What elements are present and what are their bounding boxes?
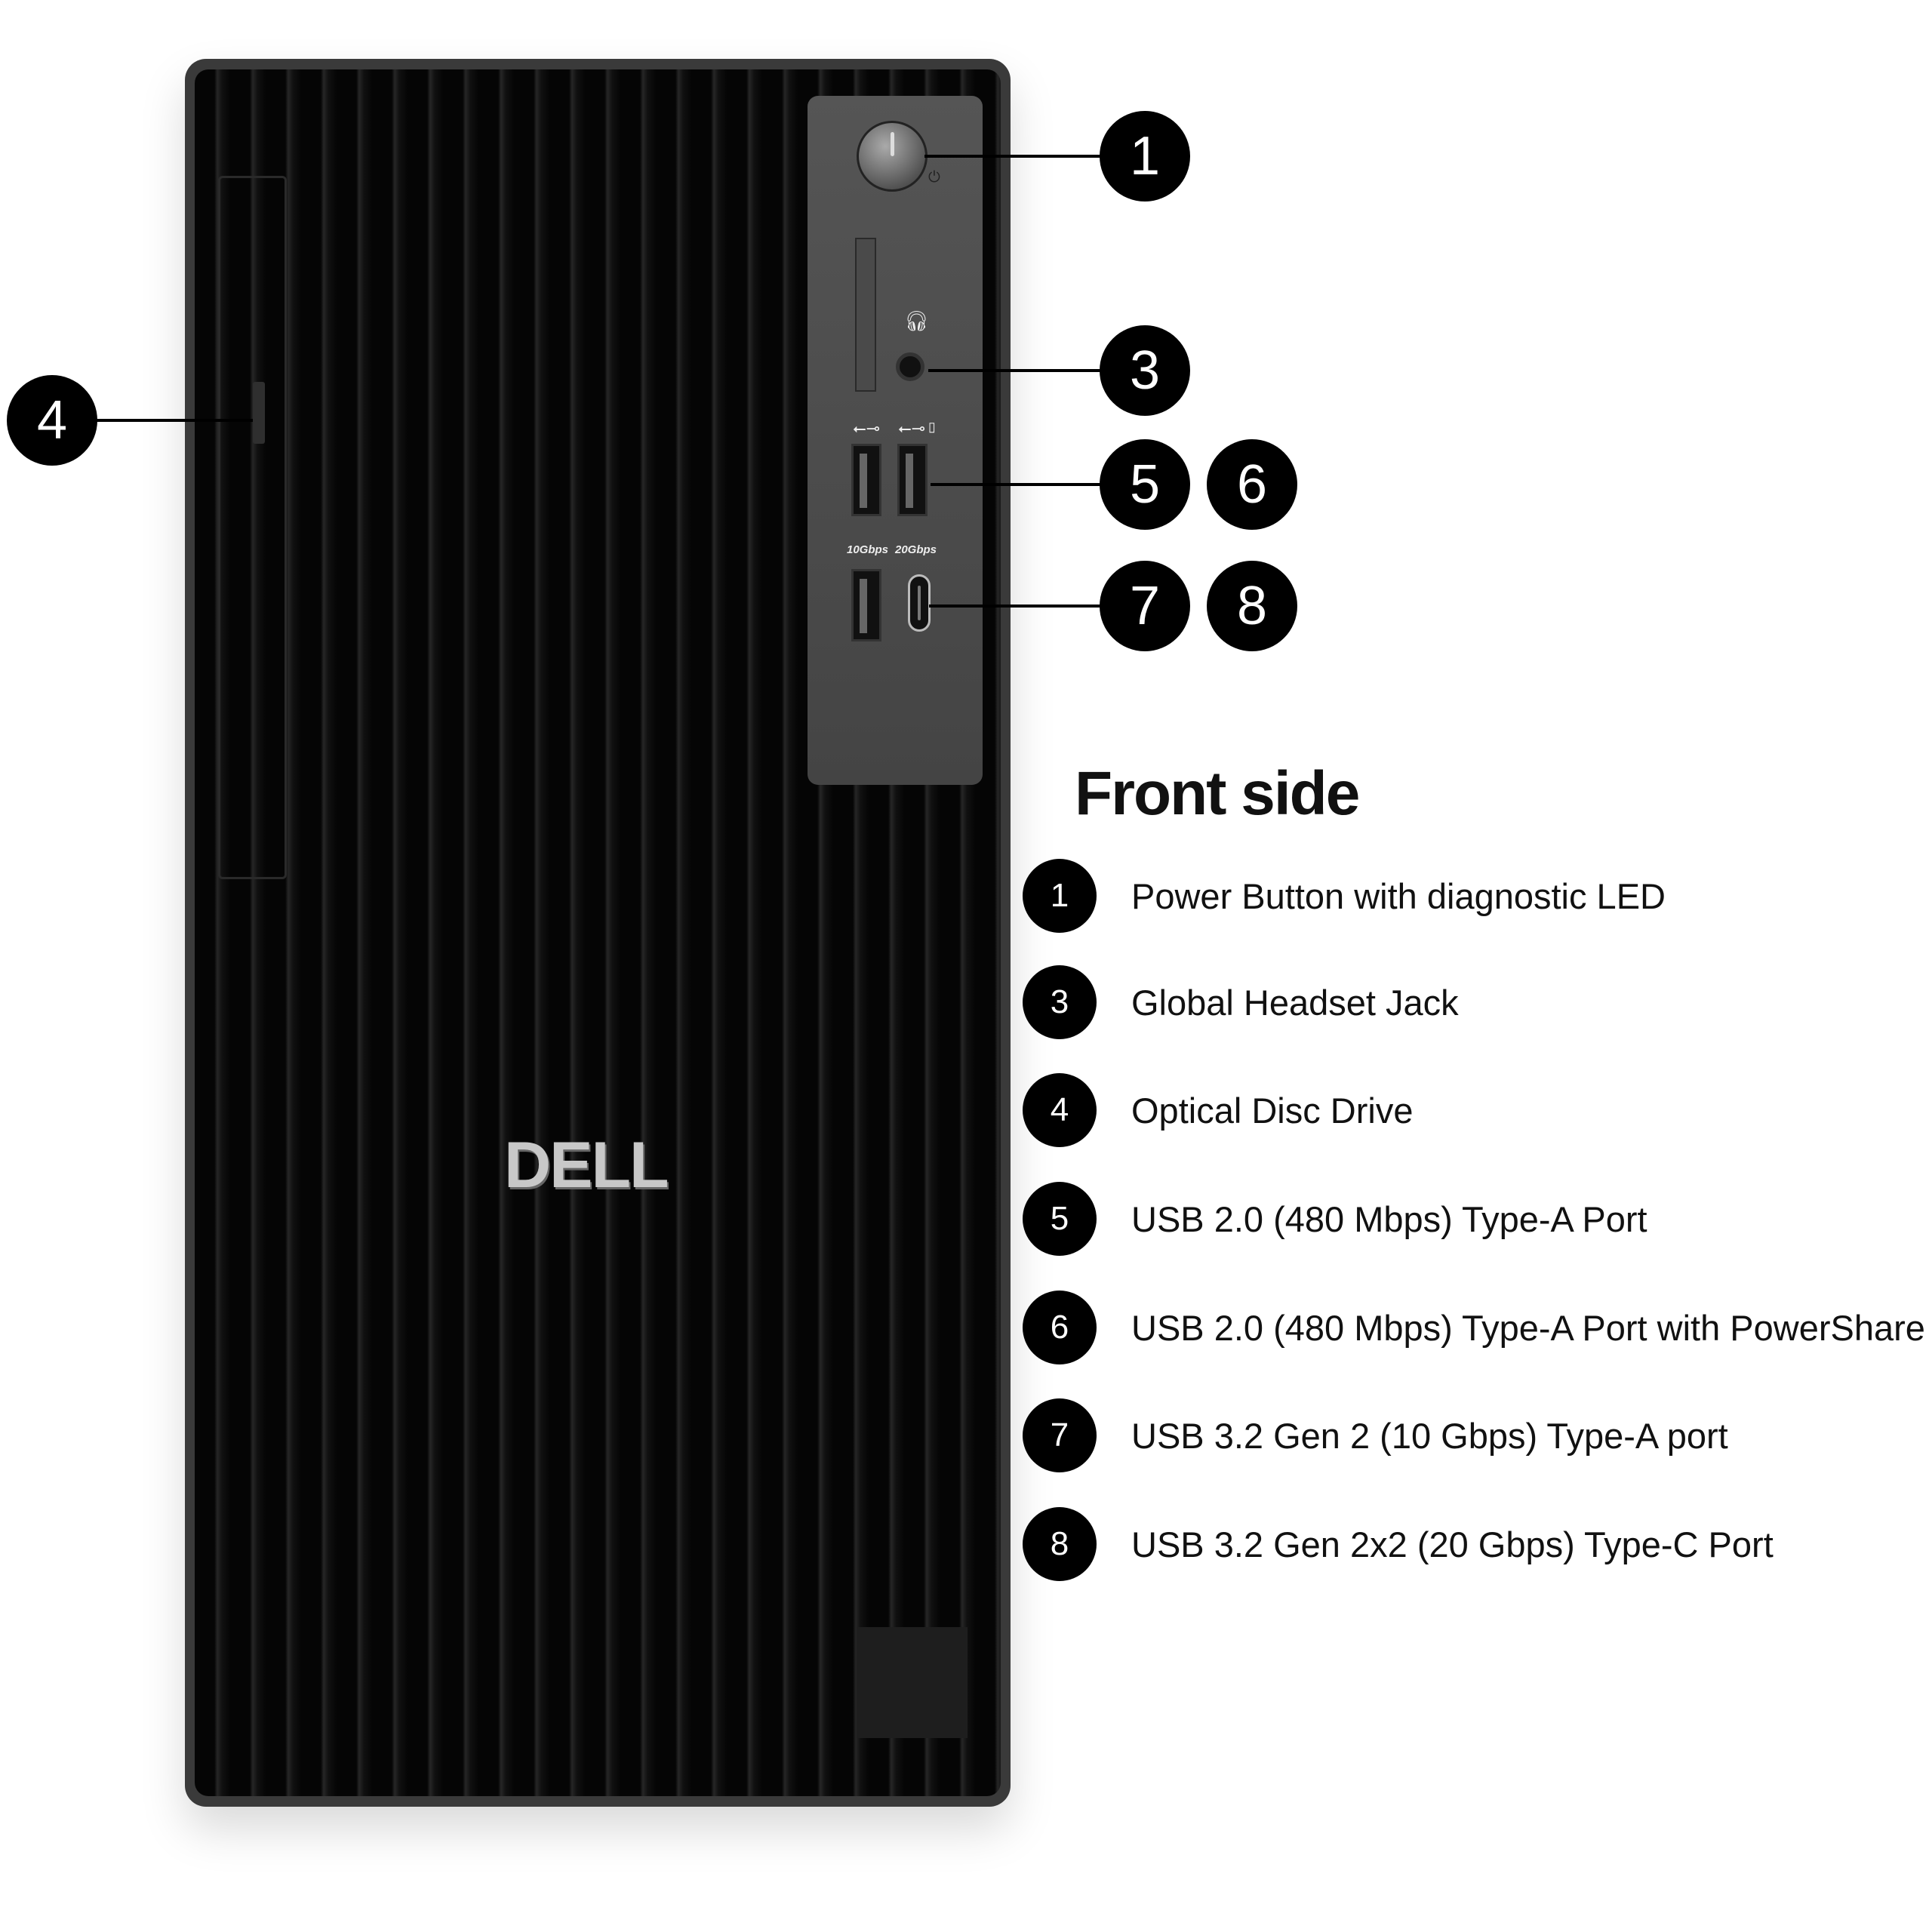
front-io-panel [808, 96, 983, 785]
usb-c-port-8 [908, 574, 931, 632]
usb-powershare-icon: ⭠⊸▯ [898, 419, 939, 438]
usb-a-port-7 [851, 569, 881, 641]
legend-title: Front side [1075, 759, 1360, 828]
legend-label: USB 2.0 (480 Mbps) Type-A Port [1131, 1198, 1647, 1239]
callout-line-4 [91, 419, 253, 422]
legend-number: 1 [1023, 859, 1097, 933]
callout-5: 5 [1100, 439, 1190, 530]
legend-label: USB 2.0 (480 Mbps) Type-A Port with Powe… [1131, 1307, 1925, 1348]
legend-item: 1 Power Button with diagnostic LED [1023, 858, 1666, 934]
callout-line-5-6 [931, 483, 1106, 486]
callout-1: 1 [1100, 111, 1190, 202]
legend-item: 4 Optical Disc Drive [1023, 1072, 1413, 1148]
callout-4: 4 [7, 375, 97, 466]
legend-item: 3 Global Headset Jack [1023, 964, 1459, 1040]
speed-label-10gbps: 10Gbps [847, 543, 889, 556]
legend-label: Power Button with diagnostic LED [1131, 875, 1666, 916]
power-icon: ⏻ [928, 169, 940, 186]
legend-item: 8 USB 3.2 Gen 2x2 (20 Gbps) Type-C Port [1023, 1506, 1774, 1582]
legend-item: 5 USB 2.0 (480 Mbps) Type-A Port [1023, 1181, 1647, 1257]
legend-label: Global Headset Jack [1131, 982, 1459, 1023]
card-slot [855, 238, 876, 392]
legend-label: Optical Disc Drive [1131, 1090, 1414, 1131]
legend-item: 7 USB 3.2 Gen 2 (10 Gbps) Type-A port [1023, 1398, 1728, 1473]
callout-6: 6 [1207, 439, 1297, 530]
legend-number: 5 [1023, 1182, 1097, 1256]
power-button [857, 121, 928, 192]
legend-item: 6 USB 2.0 (480 Mbps) Type-A Port with Pow… [1023, 1290, 1925, 1365]
callout-line-7-8 [929, 605, 1106, 608]
legend-number: 4 [1023, 1073, 1097, 1147]
legend-number: 7 [1023, 1398, 1097, 1472]
headset-icon: 🎧︎ [904, 309, 930, 332]
legend-number: 8 [1023, 1507, 1097, 1581]
optical-drive-eject-button [253, 382, 265, 444]
legend-number: 3 [1023, 965, 1097, 1039]
callout-8: 8 [1207, 561, 1297, 651]
headset-jack [896, 352, 924, 381]
legend-label: USB 3.2 Gen 2x2 (20 Gbps) Type-C Port [1131, 1524, 1774, 1564]
callout-3: 3 [1100, 325, 1190, 416]
usb-a-port-6 [897, 444, 928, 516]
usb-a-port-5 [851, 444, 881, 516]
usb-icon: ⭠⊸ [853, 419, 881, 438]
callout-line-1 [924, 155, 1106, 158]
dell-logo: DELL [504, 1129, 669, 1201]
legend-number: 6 [1023, 1291, 1097, 1364]
callout-7: 7 [1100, 561, 1190, 651]
bottom-panel [857, 1627, 968, 1738]
callout-line-3 [928, 369, 1106, 372]
speed-label-20gbps: 20Gbps [895, 543, 937, 556]
optical-disc-drive [218, 176, 287, 879]
diagnostic-led [891, 132, 894, 156]
legend-label: USB 3.2 Gen 2 (10 Gbps) Type-A port [1131, 1415, 1728, 1456]
